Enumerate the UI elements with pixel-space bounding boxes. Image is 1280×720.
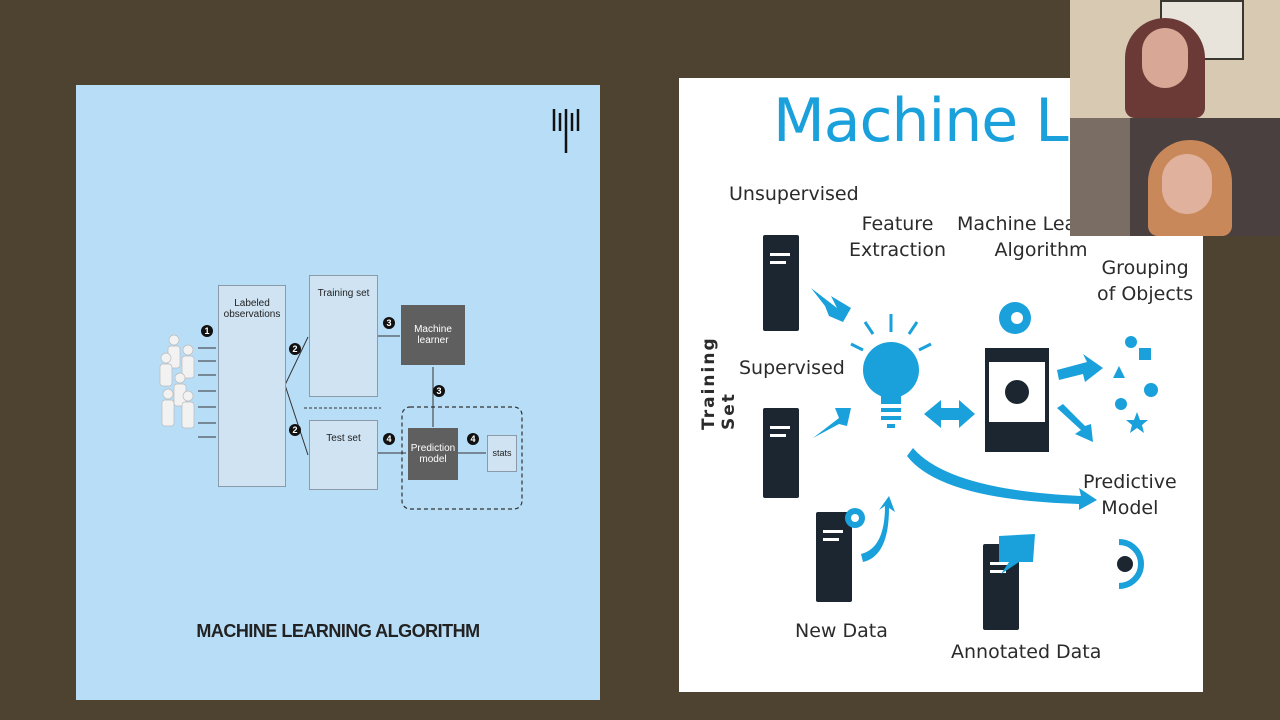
new-data-doc-icon: [816, 512, 852, 602]
supervised-label: Supervised: [739, 357, 845, 379]
people-icon: [159, 334, 195, 429]
arrow-supervised-icon: [813, 408, 851, 438]
ml-graphics: [811, 288, 1158, 589]
arrow-to-grouping-icon: [1057, 354, 1103, 382]
labeled-observations-label: Labeled observations: [223, 298, 281, 320]
participant-video-1[interactable]: [1070, 0, 1280, 118]
step-4b-badge: 4: [467, 433, 479, 445]
test-set-box: Test set: [309, 420, 378, 490]
arrow-to-predictive-icon: [1057, 404, 1093, 442]
unsupervised-doc-icon: [763, 235, 799, 331]
step-2a-badge: 2: [289, 343, 301, 355]
grouping-label: Grouping of Objects: [1097, 257, 1194, 305]
labeled-observations-box: Labeled observations: [218, 285, 286, 487]
curved-arrow-icon: [907, 448, 1097, 510]
background-door: [1070, 118, 1130, 236]
step-3a-badge: 3: [383, 317, 395, 329]
slide-caption: MACHINE LEARNING ALGORITHM: [196, 621, 480, 641]
arrow-unsupervised-icon: [811, 288, 851, 322]
double-arrow-icon: [924, 400, 975, 428]
stats-label: stats: [492, 448, 512, 458]
diagram-connectors: [198, 335, 523, 510]
left-slide: Labeled observations Training set Test s…: [76, 85, 600, 700]
new-data-label: New Data: [795, 620, 888, 642]
annotated-data-label: Annotated Data: [951, 641, 1102, 663]
training-set-box: Training set: [309, 275, 378, 397]
participant-1-face: [1142, 28, 1188, 88]
step-2b-badge: 2: [289, 424, 301, 436]
antenna-icon: [552, 109, 580, 153]
step-4a-badge: 4: [383, 433, 395, 445]
stats-box: stats: [487, 435, 517, 472]
feature-extraction-label: Feature Extraction: [849, 213, 946, 261]
prediction-model-box: Prediction model: [408, 428, 458, 480]
step-1-badge: 1: [201, 325, 213, 337]
machine-learner-label: Machine learner: [414, 324, 452, 346]
machine-learner-box: Machine learner: [401, 305, 465, 365]
supervised-doc-icon: [763, 408, 799, 498]
participant-video-2[interactable]: [1070, 118, 1280, 236]
prediction-model-label: Prediction model: [410, 443, 456, 465]
arrow-newdata-icon: [861, 496, 895, 562]
participant-2-face: [1162, 154, 1212, 214]
predictive-model-label: Predictive Model: [1083, 471, 1177, 519]
unsupervised-label: Unsupervised: [729, 183, 859, 205]
step-3b-badge: 3: [433, 385, 445, 397]
test-set-label: Test set: [326, 433, 361, 444]
training-set-label: Training set: [317, 288, 370, 299]
